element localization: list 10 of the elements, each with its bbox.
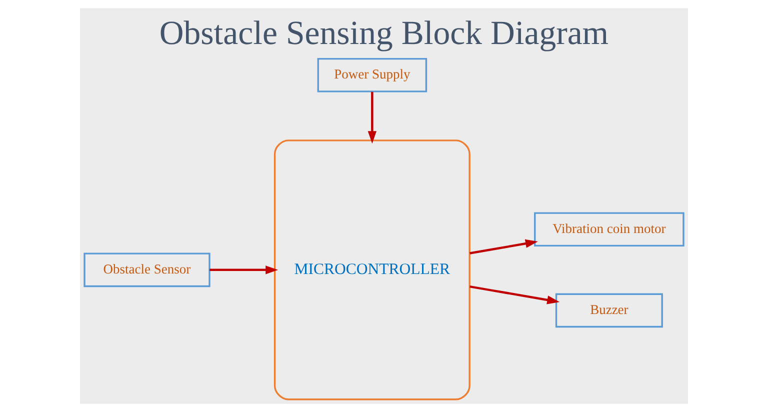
node-box: Vibration coin motor [534, 212, 684, 247]
diagram-title: Obstacle Sensing Block Diagram [159, 15, 609, 52]
arrow [470, 239, 538, 254]
arrow [210, 266, 278, 274]
node-box: MICROCONTROLLER [274, 140, 470, 400]
arrow [368, 92, 377, 144]
arrow [470, 285, 560, 304]
node-box: Power Supply [317, 58, 428, 92]
node-box: Buzzer [555, 293, 663, 328]
node-box: Obstacle Sensor [84, 252, 210, 288]
